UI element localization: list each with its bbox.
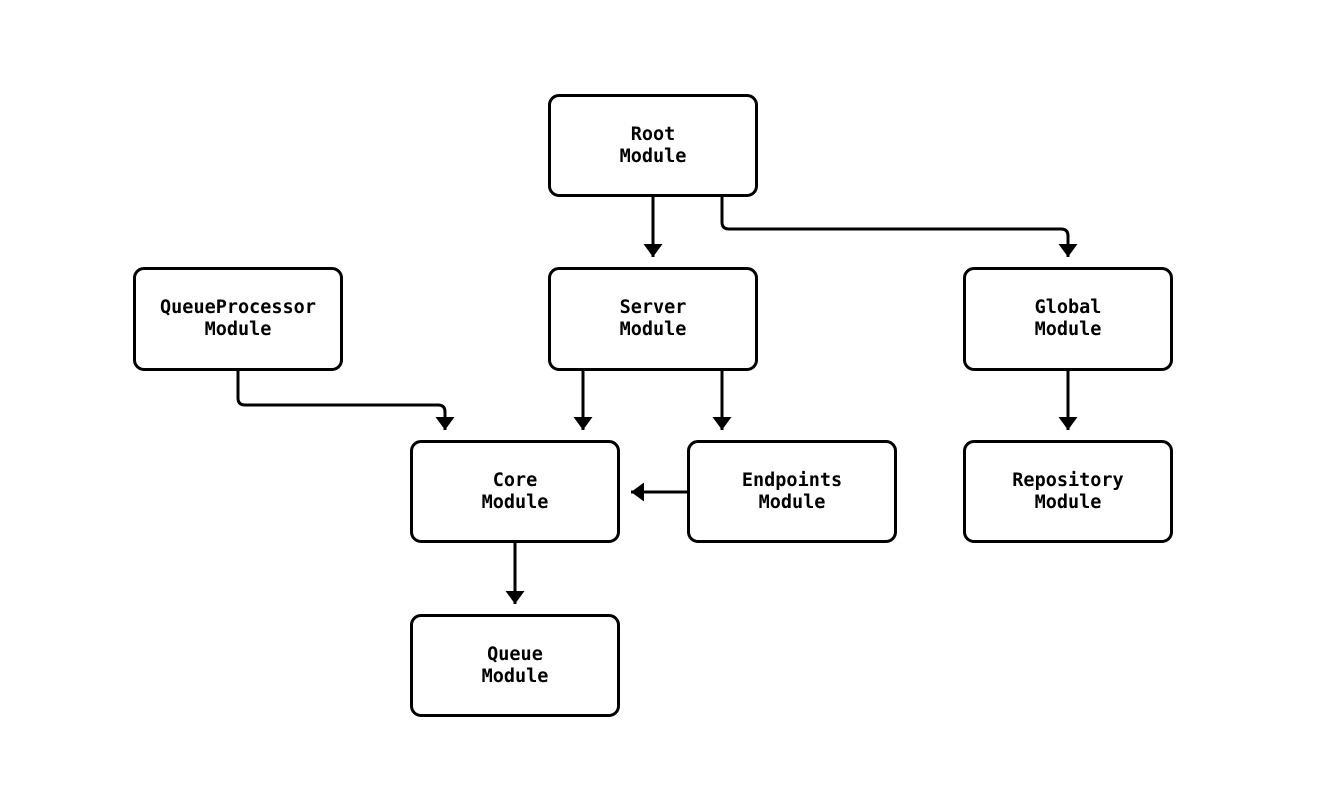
node-server-module-label: Server Module xyxy=(619,297,687,340)
edge-paths xyxy=(236,197,1078,604)
node-global-module[interactable]: Global Module xyxy=(963,267,1173,371)
node-queueprocessor-module-label: QueueProcessor Module xyxy=(160,297,316,340)
node-queueprocessor-module[interactable]: QueueProcessor Module xyxy=(133,267,343,371)
edge-root-to-global xyxy=(720,197,1078,257)
node-queue-module[interactable]: Queue Module xyxy=(410,614,620,717)
node-root-module[interactable]: Root Module xyxy=(548,94,758,197)
node-repository-module[interactable]: Repository Module xyxy=(963,440,1173,543)
edge-server-to-endpoints xyxy=(712,371,732,430)
node-core-module[interactable]: Core Module xyxy=(410,440,620,543)
node-repository-module-label: Repository Module xyxy=(1012,469,1124,513)
node-root-module-label: Root Module xyxy=(619,123,687,167)
edge-core-to-queue xyxy=(505,543,525,604)
node-server-module[interactable]: Server Module xyxy=(548,267,758,371)
node-endpoints-module-label: Endpoints Module xyxy=(741,469,843,513)
node-core-module-label: Core Module xyxy=(481,469,549,513)
node-endpoints-module[interactable]: Endpoints Module xyxy=(687,440,897,543)
edge-server-to-core xyxy=(573,371,593,430)
node-queue-module-label: Queue Module xyxy=(481,643,549,687)
edge-endpoints-to-core xyxy=(631,482,687,502)
edge-global-to-repository xyxy=(1058,371,1078,430)
edge-queueprocessor-to-core xyxy=(236,371,455,430)
edge-root-to-server xyxy=(643,197,663,257)
node-global-module-label: Global Module xyxy=(1034,297,1102,340)
